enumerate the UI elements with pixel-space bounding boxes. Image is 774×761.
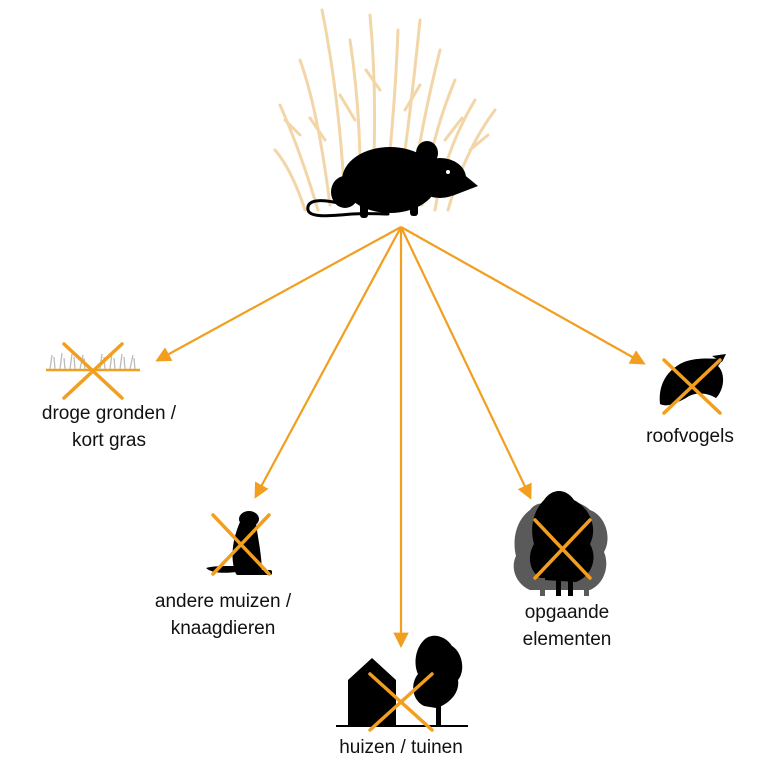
- label-line: kort gras: [72, 430, 146, 451]
- arrow-to-dry-grounds: [155, 226, 402, 362]
- short-grass-icon: [46, 352, 140, 372]
- arrows: [155, 226, 646, 649]
- label-trees: opgaande elementen: [472, 599, 662, 653]
- mouse-icon: [306, 141, 478, 218]
- cross-mark-rodents: [211, 513, 271, 576]
- cross-mark-trees: [533, 518, 592, 580]
- label-line: andere muizen /: [154, 591, 292, 612]
- house-and-tree-icon: [336, 635, 468, 727]
- cross-mark-houses: [368, 672, 434, 732]
- label-rodents: andere muizen / knaagdieren: [128, 588, 318, 642]
- arrow-to-raptors: [400, 226, 646, 365]
- cross-mark-raptors: [662, 358, 722, 415]
- trees-icon: [513, 491, 608, 596]
- label-line: elementen: [522, 629, 612, 650]
- label-line: opgaande: [524, 602, 610, 623]
- label-line: knaagdieren: [170, 618, 276, 639]
- arrow-to-trees: [400, 226, 532, 500]
- label-houses: huizen / tuinen: [306, 734, 496, 761]
- label-dry-grounds: droge gronden / kort gras: [14, 400, 204, 454]
- label-line: huizen / tuinen: [339, 737, 463, 758]
- arrow-to-rodents: [254, 226, 402, 499]
- cross-mark-dry: [62, 342, 124, 400]
- label-line: roofvogels: [646, 426, 734, 447]
- label-raptors: roofvogels: [615, 423, 765, 450]
- label-line: droge gronden /: [41, 403, 177, 424]
